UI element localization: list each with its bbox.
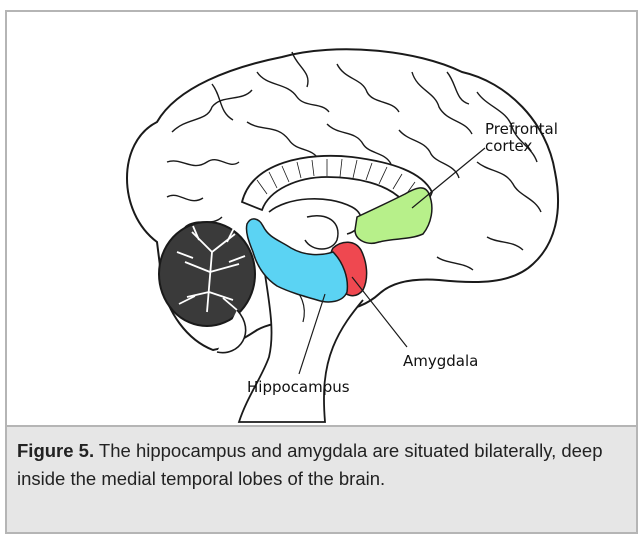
prefrontal-label-line1: Prefrontal <box>485 120 558 138</box>
caption-label: Figure 5. <box>17 440 94 461</box>
brain-illustration: Prefrontal cortex Amygdala Hippocampus <box>7 12 636 425</box>
amygdala-label: Amygdala <box>403 352 478 370</box>
thalamus <box>305 216 338 249</box>
hippocampus-label: Hippocampus <box>247 378 350 396</box>
brain-diagram: Prefrontal cortex Amygdala Hippocampus <box>7 12 636 425</box>
caption-text: The hippocampus and amygdala are situate… <box>17 440 603 489</box>
prefrontal-label-line2: cortex <box>485 137 532 155</box>
figure-panel: Prefrontal cortex Amygdala Hippocampus F… <box>5 10 638 534</box>
figure-caption: Figure 5. The hippocampus and amygdala a… <box>7 425 636 532</box>
